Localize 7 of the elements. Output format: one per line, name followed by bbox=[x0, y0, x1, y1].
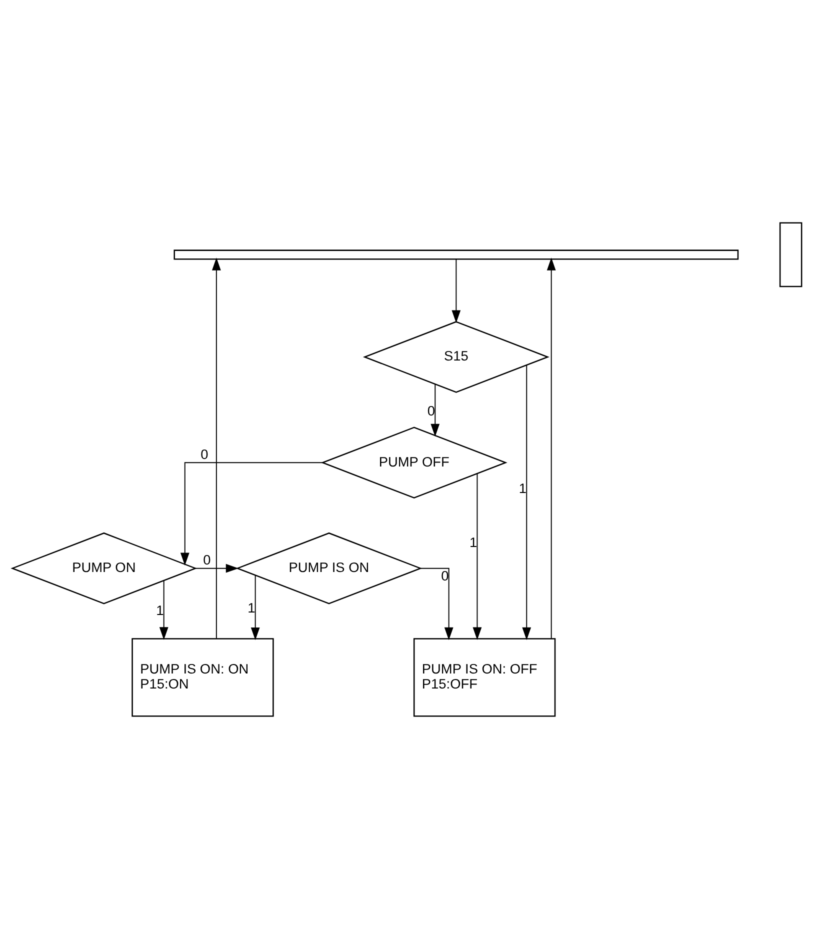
edge-label: 0 bbox=[427, 403, 436, 418]
edge-label: 0 bbox=[200, 446, 208, 462]
edge-label: 0 bbox=[203, 552, 211, 568]
edge-label: 0 bbox=[441, 568, 449, 584]
edge-label: 1 bbox=[518, 480, 527, 496]
edge-label: 1 bbox=[469, 534, 478, 550]
edge-label: 1 bbox=[156, 603, 164, 618]
